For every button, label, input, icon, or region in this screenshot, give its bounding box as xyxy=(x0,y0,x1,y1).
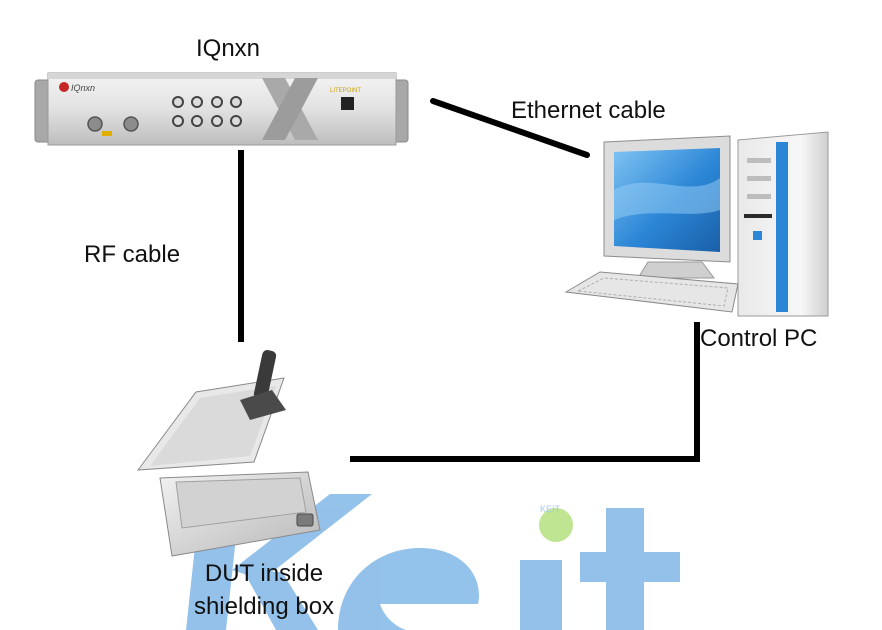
ethernet-cable-label: Ethernet cable xyxy=(511,97,666,124)
ethernet-cable xyxy=(430,98,590,158)
shielding-box-label-line1: DUT inside xyxy=(204,560,324,587)
iqnxn-logo-icon xyxy=(59,82,69,92)
watermark-repeat-text: KEIT xyxy=(540,504,561,514)
iqnxn-logo-text: IQnxn xyxy=(71,83,95,93)
rf-connector-icon xyxy=(296,513,314,527)
keit-watermark: KEIT xyxy=(186,494,680,630)
shielding-box xyxy=(136,350,321,557)
clamp-handle xyxy=(253,350,277,400)
rf-cable-label: RF cable xyxy=(84,241,181,268)
pc-to-box-cable xyxy=(350,322,700,462)
ethernet-port-icon xyxy=(341,97,354,110)
shielding-box-label-line2: shielding box xyxy=(193,593,335,620)
brand-text: LITEPOINT xyxy=(330,88,361,94)
control-pc-label: Control PC xyxy=(700,325,818,352)
control-pc xyxy=(564,131,829,317)
iqnxn-label: IQnxn xyxy=(196,35,261,62)
keyboard-icon xyxy=(564,271,739,313)
iqnxn-instrument: IQnxn LITEPOINT xyxy=(34,72,409,146)
x-logo-icon xyxy=(262,78,318,140)
